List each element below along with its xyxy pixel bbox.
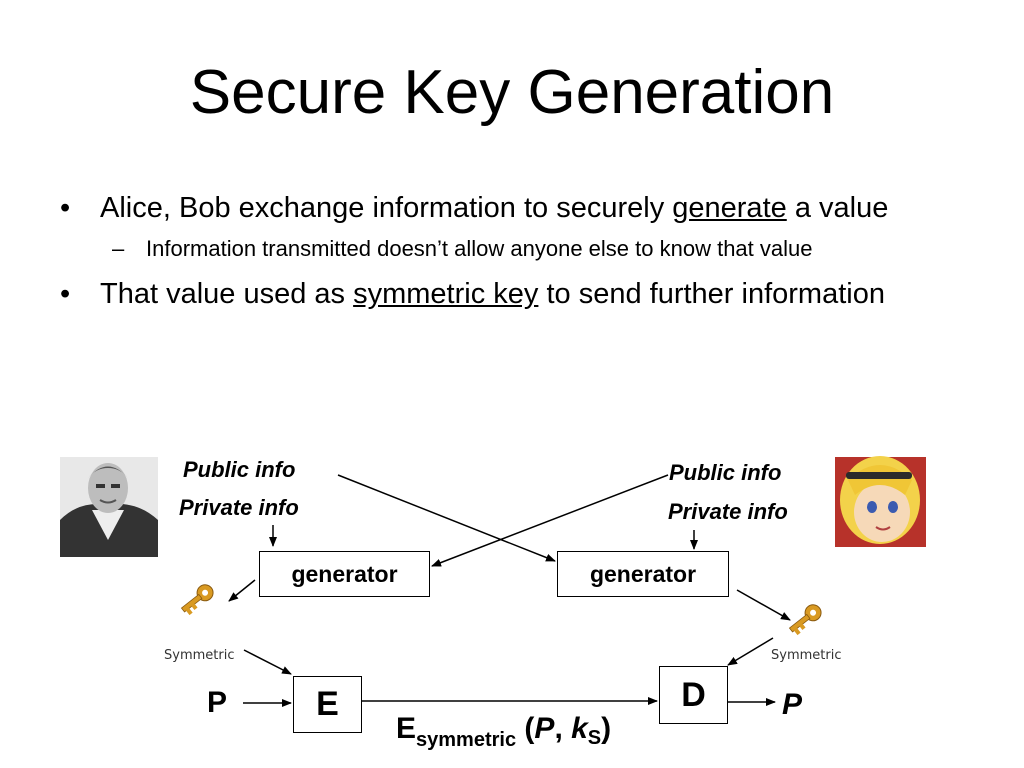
cipher-comma: , (554, 712, 572, 745)
left-symmetric-key-label: Symmetric (164, 648, 235, 663)
plaintext-output-label: P (782, 688, 803, 721)
right-private-info-label: Private info (668, 499, 788, 524)
bullet-marker: • (60, 192, 71, 224)
bullet-text: to send further information (538, 278, 885, 310)
cipher-key: k (571, 712, 588, 745)
bullet-list: • Alice, Bob exchange information to sec… (56, 188, 1016, 314)
bullet-emphasis: symmetric key (353, 278, 539, 310)
sub-bullet-text: Information transmitted doesn’t allow an… (146, 236, 813, 261)
left-generator-box: generator (259, 551, 430, 597)
cipher-open-paren: ( (524, 712, 535, 745)
encrypt-box: E (293, 676, 362, 733)
right-public-info-label: Public info (669, 460, 782, 485)
bullet-text: a value (786, 192, 889, 224)
sub-bullet-marker: – (112, 236, 125, 261)
bob-portrait-icon (60, 457, 158, 557)
cipher-close-paren: ) (601, 712, 612, 745)
bullet-emphasis: generate (672, 192, 787, 224)
decrypt-box: D (659, 666, 728, 724)
right-generator-box: generator (557, 551, 729, 597)
ciphertext-expression: Esymmetric (P, kS) (396, 712, 611, 752)
left-private-info-label: Private info (179, 495, 299, 520)
right-symmetric-key-label: Symmetric (771, 648, 842, 663)
cipher-plaintext: P (534, 712, 555, 745)
cipher-key-subscript: S (587, 727, 602, 749)
alice-portrait-icon (835, 456, 926, 547)
sub-bullet-item: – Information transmitted doesn’t allow … (56, 234, 1016, 264)
bullet-item: • Alice, Bob exchange information to sec… (56, 188, 1016, 228)
key-icon (180, 584, 214, 616)
left-public-info-label: Public info (183, 457, 296, 482)
plaintext-input-label: P (207, 686, 228, 719)
bullet-item: • That value used as symmetric key to se… (56, 274, 1016, 314)
bullet-text: Alice, Bob exchange information to secur… (100, 192, 673, 224)
cipher-function: E (396, 712, 417, 745)
cipher-subscript: symmetric (416, 729, 517, 751)
slide-title: Secure Key Generation (189, 58, 835, 127)
bullet-text: That value used as (100, 278, 354, 310)
key-icon (788, 604, 822, 636)
bullet-marker: • (60, 278, 71, 310)
